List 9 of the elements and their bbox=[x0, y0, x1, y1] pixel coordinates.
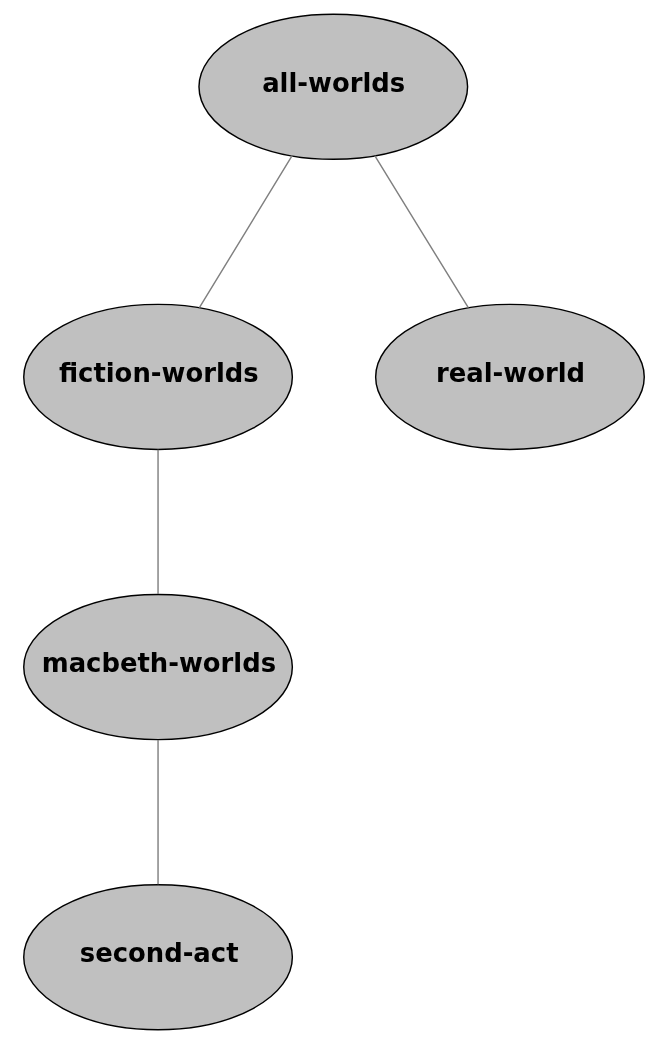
connector bbox=[157, 739, 159, 885]
node-ellipse: macbeth-worlds bbox=[23, 593, 294, 741]
node-ellipse: fiction-worlds bbox=[23, 303, 294, 451]
connector bbox=[157, 449, 159, 595]
connector bbox=[198, 155, 293, 309]
node-ellipse: second-act bbox=[23, 883, 294, 1031]
connector bbox=[374, 155, 469, 309]
node-ellipse: real-world bbox=[374, 303, 645, 451]
node-ellipse: all-worlds bbox=[198, 13, 469, 161]
